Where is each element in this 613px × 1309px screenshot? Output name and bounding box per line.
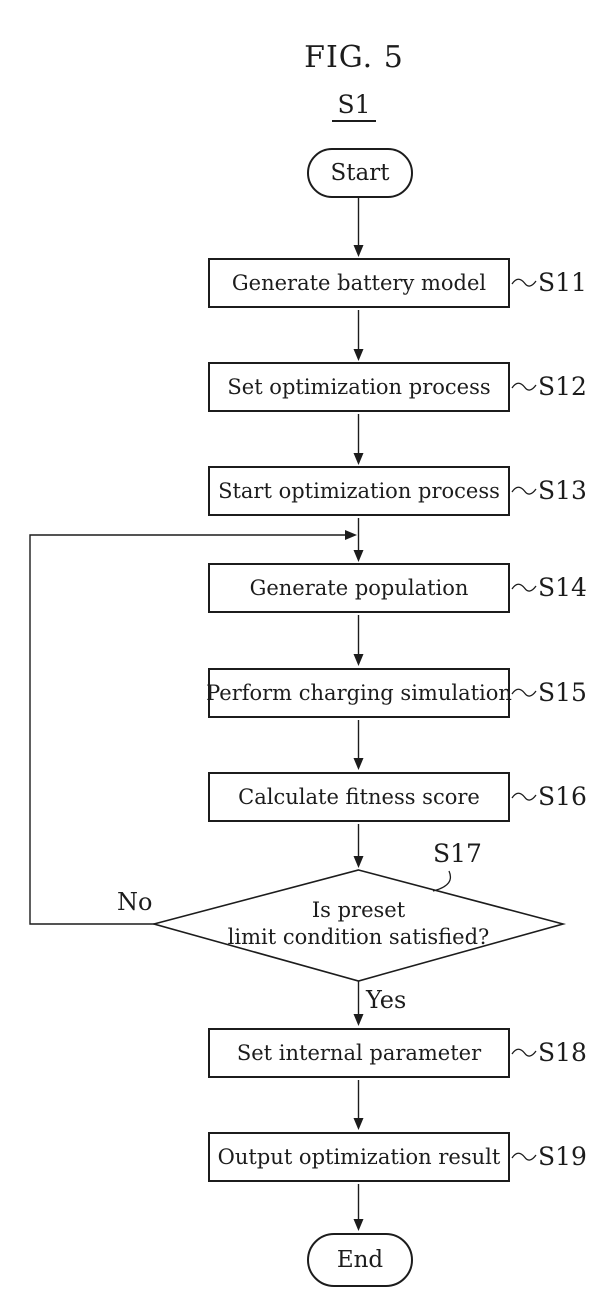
arrowhead bbox=[353, 856, 364, 868]
step-label: Calculate fitness score bbox=[238, 785, 480, 809]
step-label: Perform charging simulation bbox=[206, 681, 512, 705]
step-label: Generate population bbox=[249, 576, 469, 600]
arrowhead bbox=[353, 654, 364, 666]
step-id-s19: S19 bbox=[538, 1142, 587, 1171]
branch-label-yes: Yes bbox=[366, 986, 407, 1014]
leader-s18 bbox=[511, 1048, 537, 1057]
step-label: Output optimization result bbox=[217, 1145, 501, 1169]
figure-title: FIG. 5 bbox=[304, 40, 404, 75]
arrowhead bbox=[353, 758, 364, 770]
leader-s19 bbox=[511, 1152, 537, 1161]
start-terminal-label: Start bbox=[330, 160, 390, 186]
step-label: Start optimization process bbox=[218, 479, 500, 503]
arrowhead bbox=[353, 1219, 364, 1231]
diagram-label-wrap: S1 bbox=[204, 90, 504, 122]
leader-s16 bbox=[511, 792, 537, 801]
branch-label-no: No bbox=[117, 888, 153, 916]
step-box-s16: Calculate fitness score bbox=[208, 772, 510, 822]
arrowhead bbox=[353, 453, 364, 465]
step-id-s12: S12 bbox=[538, 372, 587, 401]
loop-arrowhead bbox=[345, 530, 357, 540]
step-label: Set optimization process bbox=[227, 375, 491, 399]
start-terminal: Start bbox=[307, 148, 413, 198]
step-id-s11: S11 bbox=[538, 268, 587, 297]
decision-line2: limit condition satisfied? bbox=[227, 925, 490, 949]
step-box-s14: Generate population bbox=[208, 563, 510, 613]
leader-s11 bbox=[511, 278, 537, 287]
step-id-s13: S13 bbox=[538, 476, 587, 505]
step-id-s17: S17 bbox=[433, 839, 482, 868]
no-loop-line bbox=[29, 534, 345, 925]
step-id-s15: S15 bbox=[538, 678, 587, 707]
leader-s13 bbox=[511, 486, 537, 495]
arrowhead bbox=[353, 550, 364, 562]
end-terminal-label: End bbox=[336, 1247, 384, 1273]
decision-line1: Is preset bbox=[311, 898, 406, 922]
step-label: Set internal parameter bbox=[236, 1041, 482, 1065]
step-box-s15: Perform charging simulation bbox=[206, 668, 512, 718]
step-id-s14: S14 bbox=[538, 573, 587, 602]
diagram-label: S1 bbox=[332, 90, 376, 122]
end-terminal: End bbox=[307, 1233, 413, 1287]
step-box-s11: Generate battery model bbox=[208, 258, 510, 308]
step-box-s18: Set internal parameter bbox=[208, 1028, 510, 1078]
arrowhead bbox=[353, 1118, 364, 1130]
step-box-s12: Set optimization process bbox=[208, 362, 510, 412]
step-id-s16: S16 bbox=[538, 782, 587, 811]
step-box-s19: Output optimization result bbox=[208, 1132, 510, 1182]
leader-s17 bbox=[432, 870, 452, 892]
step-id-s18: S18 bbox=[538, 1038, 587, 1067]
step-box-s13: Start optimization process bbox=[208, 466, 510, 516]
leader-s15 bbox=[511, 688, 537, 697]
step-label: Generate battery model bbox=[231, 271, 487, 295]
arrowhead bbox=[353, 1014, 364, 1026]
arrowhead bbox=[353, 349, 364, 361]
arrowhead bbox=[353, 245, 364, 257]
leader-s12 bbox=[511, 382, 537, 391]
decision-diamond-text: Is preset limit condition satisfied? bbox=[223, 897, 494, 951]
leader-s14 bbox=[511, 583, 537, 592]
